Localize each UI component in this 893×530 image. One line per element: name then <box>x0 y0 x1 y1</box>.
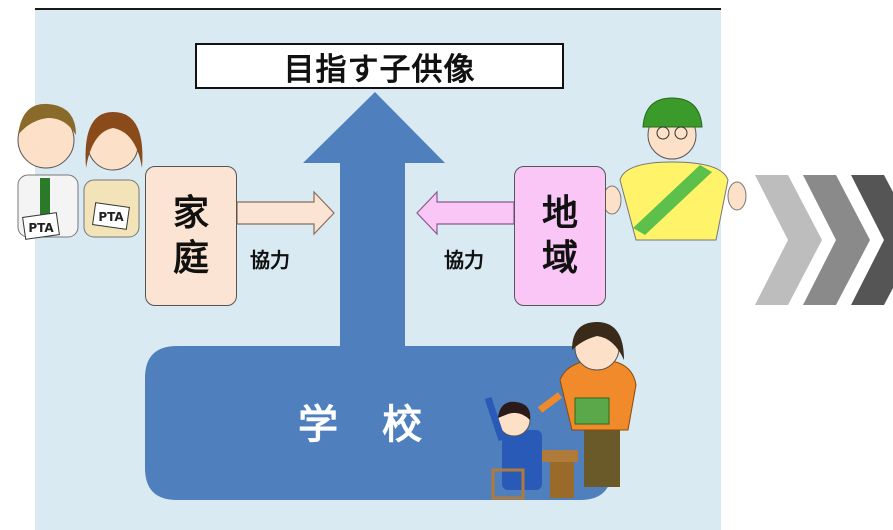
goal-title-box: 目指す子供像 <box>195 43 564 89</box>
home-arrow <box>236 190 335 236</box>
home-line-1: 家 <box>172 193 209 234</box>
community-volunteer-illustration <box>602 97 747 241</box>
home-cooperation-label: 協力 <box>250 248 290 272</box>
pta-parents-illustration: PTA PTA <box>17 103 143 240</box>
teacher-student-illustration <box>484 322 637 500</box>
region-line-1: 地 <box>541 193 578 234</box>
goal-title: 目指す子供像 <box>283 51 476 88</box>
home-line-2: 庭 <box>172 238 209 279</box>
pta-badge-1: PTA <box>28 221 54 235</box>
home-box: 家 庭 <box>145 166 237 306</box>
region-box: 地 域 <box>514 166 606 306</box>
region-arrow <box>416 190 515 236</box>
school-label: 学 校 <box>298 402 424 448</box>
region-cooperation-label: 協力 <box>444 248 484 272</box>
region-line-2: 域 <box>541 238 578 279</box>
school-arrow-shape <box>145 92 612 500</box>
pta-badge-2: PTA <box>98 210 124 224</box>
chevron-arrows-icon <box>755 175 893 305</box>
